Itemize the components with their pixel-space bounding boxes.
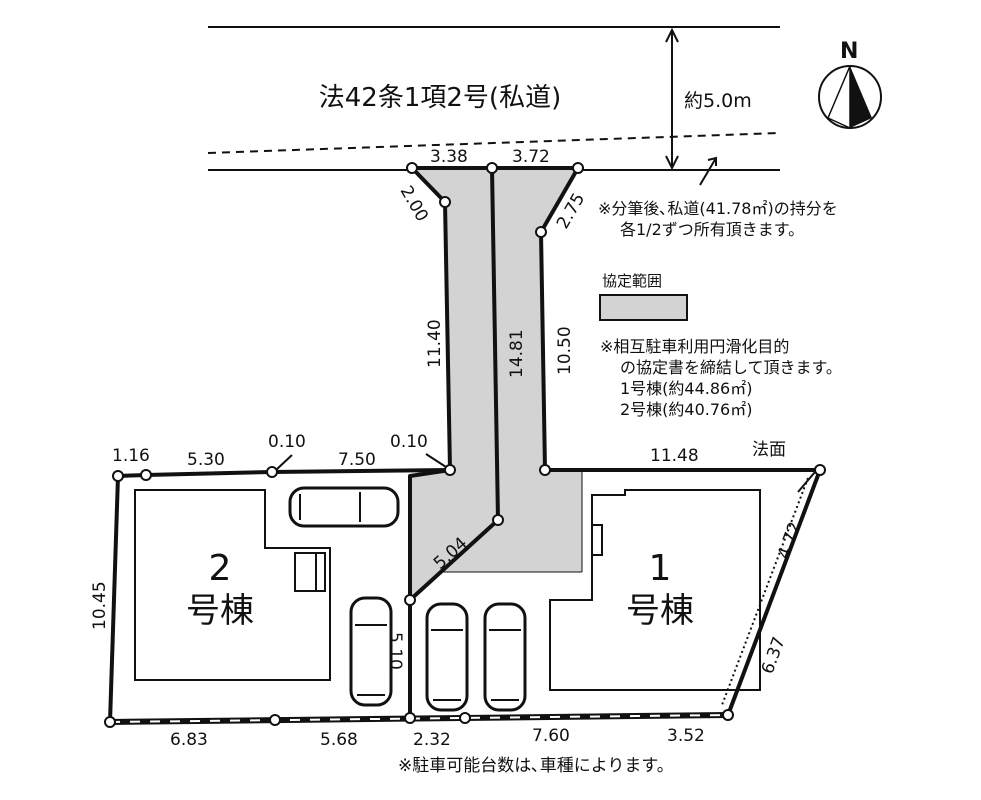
note-pointer-arrow [699, 156, 717, 186]
dim-label: 3.72 [512, 147, 550, 167]
building-1-label: 号棟 [626, 591, 694, 631]
road-share-note: ※分筆後､私道(41.78㎡)の持分を [598, 199, 838, 218]
car-icon [288, 486, 400, 528]
dim-label: 11.48 [650, 446, 699, 466]
road-width-arrow [665, 27, 679, 171]
dim-label: 5.10 [385, 632, 405, 670]
agreement-area-2: 2号棟(約40.76㎡) [620, 400, 752, 419]
dim-label: 5.68 [320, 730, 358, 750]
dim-label: 2.32 [413, 730, 451, 750]
building-1: 1 号棟 [549, 489, 761, 691]
road-share-note: 各1/2ずつ所有頂きます。 [620, 220, 804, 239]
car-icon [425, 602, 469, 712]
building-2: 2 号棟 [134, 489, 331, 681]
dimension-labels: 3.38 3.72 2.00 2.75 11.40 14.81 10.50 1.… [90, 147, 806, 750]
dim-label: 10.50 [555, 326, 575, 375]
parking-note: ※駐車可能台数は､車種によります。 [398, 756, 674, 776]
agreement-note: ※相互駐車利用円滑化目的 [600, 337, 789, 356]
north-label: N [840, 39, 858, 64]
boundary-markers [104, 162, 826, 728]
dim-label: 2.00 [396, 183, 432, 226]
legend-label: 協定範囲 [602, 272, 662, 290]
building-2-number: 2 [209, 548, 232, 589]
building-2-label: 号棟 [186, 591, 254, 631]
dim-label: 6.83 [170, 730, 208, 750]
dim-label: 3.38 [430, 147, 468, 167]
dim-label: 11.40 [425, 319, 445, 368]
dim-label: 0.10 [390, 432, 428, 452]
agreement-note: の協定書を締結して頂きます。 [620, 358, 842, 377]
dim-label: 6.37 [758, 634, 790, 676]
slope-label: 法面 [752, 440, 786, 460]
dim-label: 4.72 [774, 519, 806, 561]
dim-label: 5.30 [187, 450, 225, 470]
north-arrow-icon: N [818, 39, 882, 130]
agreement-area-1: 1号棟(約44.86㎡) [620, 379, 752, 398]
lot-boundaries [108, 166, 822, 725]
car-icon [483, 602, 527, 712]
road-width-label: 約5.0m [684, 90, 752, 112]
road-label: 法42条1項2号(私道) [319, 83, 561, 113]
car-icon [349, 596, 393, 707]
dim-label: 7.50 [338, 450, 376, 470]
dim-label: 0.10 [268, 432, 306, 452]
dim-label: 10.45 [90, 581, 110, 630]
dim-label: 7.60 [532, 726, 570, 746]
dim-label: 3.52 [667, 726, 705, 746]
building-1-number: 1 [649, 548, 672, 589]
private-road: 法42条1項2号(私道) 約5.0m [207, 26, 781, 186]
dim-label: 1.16 [112, 446, 150, 466]
dim-label: 14.81 [507, 329, 527, 378]
legend-swatch [599, 294, 688, 321]
